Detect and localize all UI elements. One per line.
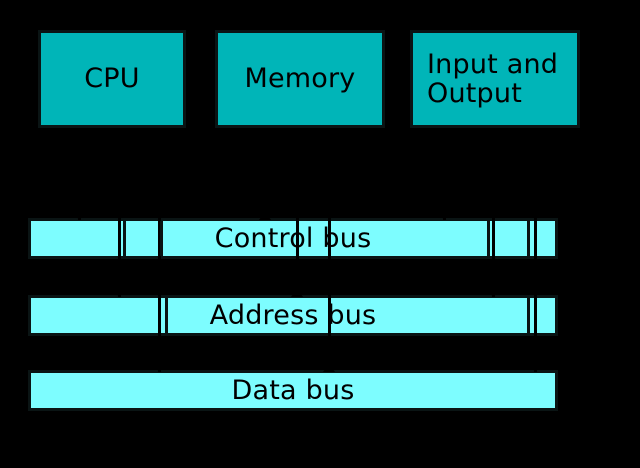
component-label-memory: Memory — [244, 63, 356, 95]
arrowhead-io-data — [529, 363, 541, 372]
component-box-memory[interactable]: Memory — [215, 30, 385, 128]
arrowhead-cpu-address — [113, 288, 125, 297]
arrowhead-memory-control — [259, 211, 271, 220]
arrowhead-memory-address — [291, 288, 303, 297]
connector-cpu-address — [118, 128, 121, 297]
bus-divider — [487, 221, 490, 256]
bus-label-data: Data bus — [231, 375, 355, 406]
arrowhead-cpu-data — [153, 363, 165, 372]
component-box-io[interactable]: Input and Output — [410, 30, 580, 128]
bus-bar-control[interactable]: Control bus — [28, 218, 558, 259]
component-box-cpu[interactable]: CPU — [38, 30, 186, 128]
connector-io-address — [492, 128, 495, 297]
bus-bar-address[interactable]: Address bus — [28, 295, 558, 336]
connector-memory-address — [296, 128, 299, 297]
arrowhead-io-address — [487, 288, 499, 297]
component-label-cpu: CPU — [84, 63, 140, 95]
arrowhead-io-control — [438, 211, 450, 220]
component-label-io: Input and Output — [427, 48, 559, 109]
connector-cpu-control — [78, 128, 81, 220]
connector-memory-control — [264, 128, 267, 220]
connector-io-data — [534, 128, 537, 372]
bus-label-address: Address bus — [209, 300, 377, 331]
bus-divider — [527, 298, 530, 333]
arrowhead-memory-data — [323, 363, 335, 372]
connector-io-control — [443, 128, 446, 220]
connector-memory-data — [328, 128, 331, 372]
bus-divider — [527, 221, 530, 256]
arrowhead-cpu-control — [73, 211, 85, 220]
connector-cpu-data — [158, 128, 161, 372]
bus-divider — [123, 221, 126, 256]
bus-label-control: Control bus — [214, 223, 372, 254]
bus-bar-data[interactable]: Data bus — [28, 370, 558, 411]
bus-divider — [165, 298, 168, 333]
bus-divider — [160, 221, 163, 256]
